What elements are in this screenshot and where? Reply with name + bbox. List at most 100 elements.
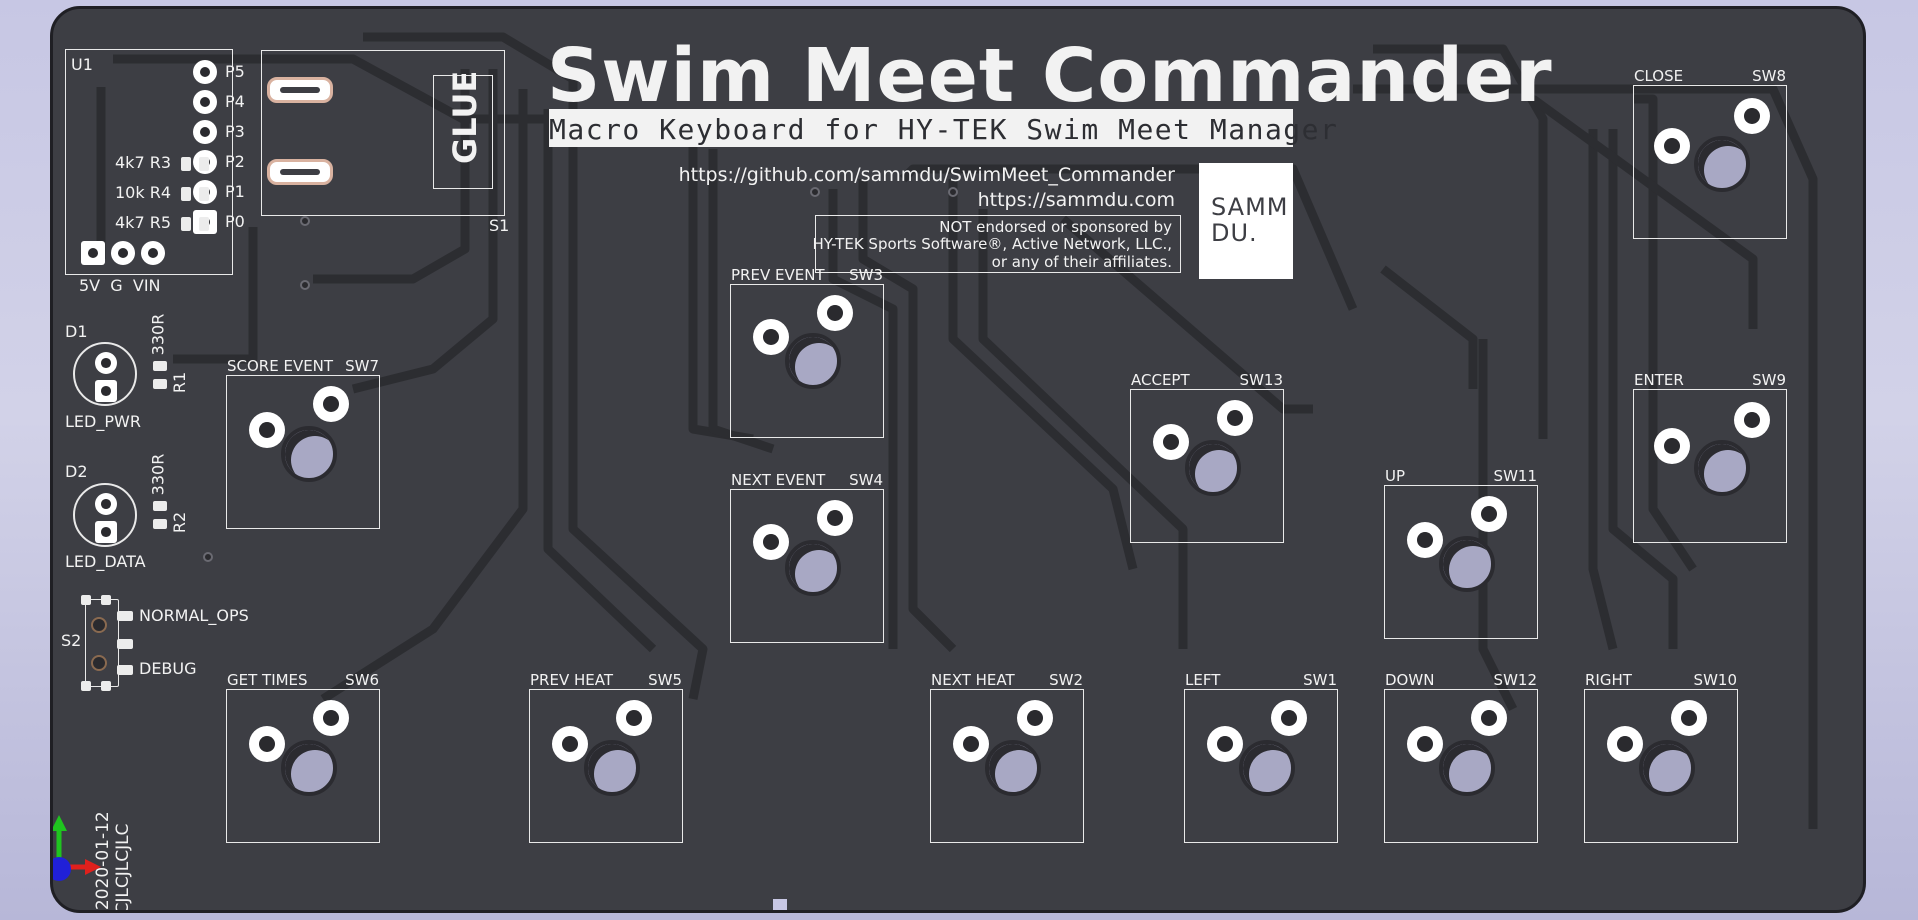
switch-label: NEXT HEAT — [931, 671, 1015, 689]
switch-ref: SW7 — [345, 357, 379, 375]
switch-label: GET TIMES — [227, 671, 308, 689]
switch-center-hole — [1439, 740, 1495, 796]
switch-label: NEXT EVENT — [731, 471, 826, 489]
s2-pad-common — [117, 639, 133, 649]
switch-label: SCORE EVENT — [227, 357, 334, 375]
u1-pin-p5 — [193, 60, 217, 84]
pcb-board: Swim Meet Commander Macro Keyboard for H… — [50, 6, 1866, 913]
switch-ref: SW2 — [1049, 671, 1083, 689]
switch-ref: SW1 — [1303, 671, 1337, 689]
pin-label-p5: P5 — [225, 62, 245, 81]
board-title: Swim Meet Commander — [547, 33, 1553, 119]
switch-ref: SW11 — [1493, 467, 1537, 485]
s1-slot-bottom — [267, 159, 333, 185]
switch-center-hole — [1185, 440, 1241, 496]
switch-sw9[interactable]: ENTER SW9 — [1633, 371, 1787, 543]
s2-hole-1 — [91, 617, 107, 633]
switch-pin-2 — [953, 726, 989, 762]
switch-sw11[interactable]: UP SW11 — [1384, 467, 1538, 639]
switch-pin-2 — [1654, 128, 1690, 164]
r3-pad-a — [181, 157, 191, 171]
s2-hole-2 — [91, 655, 107, 671]
switch-pin-2 — [249, 726, 285, 762]
switch-label: UP — [1385, 467, 1406, 485]
switch-pin-2 — [1407, 522, 1443, 558]
resistor-label-r3: 4k7 R3 — [115, 153, 172, 172]
switch-pin-1 — [1017, 700, 1053, 736]
switch-sw4[interactable]: NEXT EVENT SW4 — [730, 471, 884, 643]
switch-center-hole — [1239, 740, 1295, 796]
switch-pin-2 — [552, 726, 588, 762]
switch-pin-1 — [313, 700, 349, 736]
switch-label: PREV EVENT — [731, 266, 825, 284]
switch-ref: SW5 — [648, 671, 682, 689]
switch-pin-2 — [753, 524, 789, 560]
switch-center-hole — [1439, 536, 1495, 592]
d1-led — [73, 342, 137, 406]
switch-sw3[interactable]: PREV EVENT SW3 — [730, 266, 884, 438]
d2-ref: D2 — [65, 462, 88, 481]
switch-ref: SW12 — [1493, 671, 1537, 689]
switch-sw12[interactable]: DOWN SW12 — [1384, 671, 1538, 843]
website-link[interactable]: https://sammdu.com — [977, 189, 1175, 211]
resistor-label-r5: 4k7 R5 — [115, 213, 172, 232]
s2-outline — [85, 599, 119, 687]
r2-pad-b — [153, 519, 167, 529]
switch-pin-1 — [616, 700, 652, 736]
switch-pin-1 — [1271, 700, 1307, 736]
switch-sw5[interactable]: PREV HEAT SW5 — [529, 671, 683, 843]
switch-center-hole — [1694, 440, 1750, 496]
u1-outline — [65, 49, 233, 275]
switch-pin-2 — [753, 319, 789, 355]
u1-pin-p4 — [193, 90, 217, 114]
switch-ref: SW6 — [345, 671, 379, 689]
power-pin-5v — [81, 241, 105, 265]
subtitle: Macro Keyboard for HY-TEK Swim Meet Mana… — [549, 113, 1339, 146]
switch-center-hole — [785, 540, 841, 596]
switch-sw6[interactable]: GET TIMES SW6 — [226, 671, 380, 843]
r5-pad-a — [181, 217, 191, 231]
s2-option-normal-ops: NORMAL_OPS — [139, 606, 249, 625]
disclaimer-line1: NOT endorsed or sponsored by — [939, 218, 1172, 236]
r1-value: 330R — [148, 313, 168, 356]
switch-center-hole — [584, 740, 640, 796]
switch-sw7[interactable]: SCORE EVENT SW7 — [226, 357, 380, 529]
switch-pin-1 — [1217, 400, 1253, 436]
switch-pin-2 — [1607, 726, 1643, 762]
s2-ref: S2 — [61, 631, 82, 650]
switch-pin-1 — [313, 386, 349, 422]
pin-label-p0: P0 — [225, 212, 245, 231]
switch-sw2[interactable]: NEXT HEAT SW2 — [930, 671, 1084, 843]
switch-center-hole — [785, 333, 841, 389]
r4-pad-a — [181, 187, 191, 201]
switch-sw13[interactable]: ACCEPT SW13 — [1130, 371, 1284, 543]
s2-option-debug: DEBUG — [139, 659, 197, 678]
switch-pin-1 — [1471, 496, 1507, 532]
switch-sw10[interactable]: RIGHT SW10 — [1584, 671, 1738, 843]
s2-pad-debug — [117, 665, 133, 675]
power-pin-vin — [141, 241, 165, 265]
s2-pad-3 — [81, 681, 91, 691]
pin-label-p1: P1 — [225, 182, 245, 201]
switch-center-hole — [1694, 136, 1750, 192]
s1-ref: S1 — [489, 216, 510, 235]
axis-gizmo — [53, 815, 101, 881]
switch-pin-2 — [249, 412, 285, 448]
r4-pad-b — [199, 187, 209, 201]
switch-pin-1 — [1734, 98, 1770, 134]
switch-ref: SW8 — [1752, 67, 1786, 85]
r2-pad-a — [153, 501, 167, 511]
switch-pin-1 — [817, 500, 853, 536]
github-link[interactable]: https://github.com/sammdu/SwimMeet_Comma… — [678, 164, 1175, 186]
switch-center-hole — [1639, 740, 1695, 796]
s1-outline — [261, 50, 505, 216]
logo-line2: DU. — [1211, 219, 1258, 247]
power-pin-g — [111, 241, 135, 265]
switch-pin-2 — [1207, 726, 1243, 762]
r2-ref: R2 — [170, 511, 190, 534]
r2-value: 330R — [148, 453, 168, 496]
glue-outline — [433, 75, 493, 189]
u1-ref: U1 — [71, 55, 93, 74]
switch-sw1[interactable]: LEFT SW1 — [1184, 671, 1338, 843]
switch-sw8[interactable]: CLOSE SW8 — [1633, 67, 1787, 239]
